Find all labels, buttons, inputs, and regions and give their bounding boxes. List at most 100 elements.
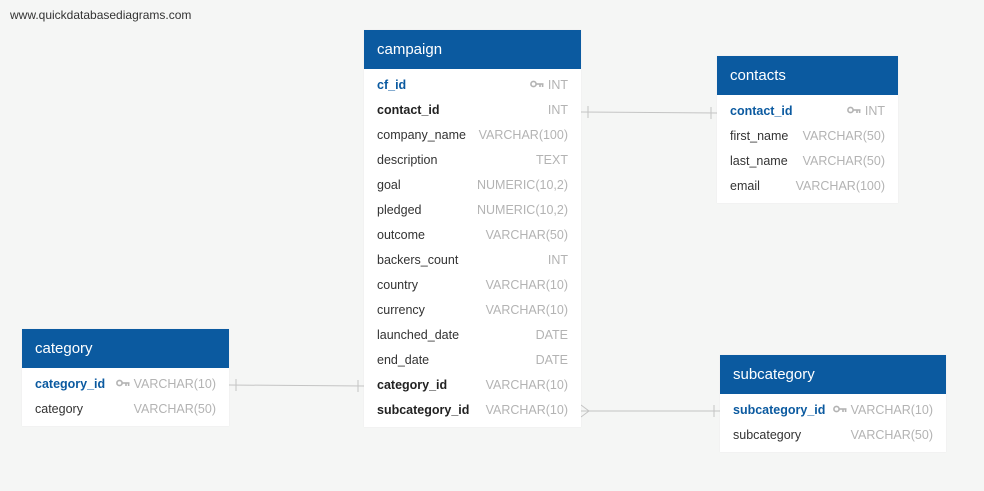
field-row-description[interactable]: description TEXT	[364, 148, 581, 173]
field-type: VARCHAR(100)	[796, 174, 885, 199]
field-type-text: VARCHAR(50)	[850, 428, 933, 442]
table-header-subcategory[interactable]: subcategory	[720, 355, 946, 394]
field-name: goal	[377, 178, 401, 192]
table-header-contacts[interactable]: contacts	[717, 56, 898, 95]
field-name: backers_count	[377, 253, 459, 267]
field-row-subcategory[interactable]: subcategory VARCHAR(50)	[720, 423, 946, 448]
field-name: launched_date	[377, 328, 460, 342]
field-type-text: VARCHAR(10)	[485, 403, 568, 417]
field-type: VARCHAR(10)	[832, 398, 933, 423]
field-type-text: DATE	[535, 328, 568, 342]
field-type: VARCHAR(10)	[486, 298, 568, 323]
primary-key-icon	[529, 72, 544, 97]
field-name: cf_id	[377, 78, 407, 92]
field-name: category_id	[35, 377, 106, 391]
field-row-category[interactable]: category VARCHAR(50)	[22, 397, 229, 422]
field-type-text: VARCHAR(100)	[795, 179, 885, 193]
field-type-text: DATE	[535, 353, 568, 367]
field-type-text: INT	[864, 104, 885, 118]
field-name: category	[35, 402, 83, 416]
field-type: NUMERIC(10,2)	[477, 198, 568, 223]
field-type-text: VARCHAR(10)	[485, 278, 568, 292]
field-name: description	[377, 153, 438, 167]
field-type-text: VARCHAR(50)	[802, 129, 885, 143]
field-type-text: INT	[547, 253, 568, 267]
field-type-text: VARCHAR(50)	[133, 402, 216, 416]
field-type: VARCHAR(50)	[851, 423, 933, 448]
field-type-text: INT	[547, 78, 568, 92]
field-type: NUMERIC(10,2)	[477, 173, 568, 198]
field-name: contact_id	[377, 103, 440, 117]
primary-key-icon	[115, 371, 130, 396]
field-row-cf-id[interactable]: cf_id INT	[364, 73, 581, 98]
field-row-country[interactable]: country VARCHAR(10)	[364, 273, 581, 298]
relationship-subcategory	[580, 404, 720, 418]
field-type-text: VARCHAR(50)	[485, 228, 568, 242]
field-type: VARCHAR(50)	[803, 124, 885, 149]
field-type-text: VARCHAR(10)	[485, 303, 568, 317]
field-name: subcategory_id	[377, 403, 470, 417]
field-name: company_name	[377, 128, 466, 142]
field-type: VARCHAR(10)	[486, 398, 568, 423]
table-header-campaign[interactable]: campaign	[364, 30, 581, 69]
field-type: VARCHAR(50)	[803, 149, 885, 174]
field-row-outcome[interactable]: outcome VARCHAR(50)	[364, 223, 581, 248]
field-type: VARCHAR(10)	[486, 373, 568, 398]
field-row-goal[interactable]: goal NUMERIC(10,2)	[364, 173, 581, 198]
field-name: email	[730, 179, 760, 193]
field-type-text: TEXT	[536, 153, 568, 167]
field-type: TEXT	[536, 148, 568, 173]
field-name: category_id	[377, 378, 448, 392]
field-list-category: category_id VARCHAR(10) category VARCHAR(50…	[22, 368, 229, 426]
field-name: last_name	[730, 154, 788, 168]
field-type-text: INT	[547, 103, 568, 117]
field-type-text: NUMERIC(10,2)	[477, 178, 568, 192]
table-header-category[interactable]: category	[22, 329, 229, 368]
field-type: INT	[548, 248, 568, 273]
field-row-contact-id[interactable]: contact_id INT	[364, 98, 581, 123]
field-type: VARCHAR(100)	[479, 123, 568, 148]
field-name: pledged	[377, 203, 422, 217]
field-row-pledged[interactable]: pledged NUMERIC(10,2)	[364, 198, 581, 223]
field-type-text: VARCHAR(10)	[133, 377, 216, 391]
field-name: subcategory	[733, 428, 802, 442]
field-row-company-name[interactable]: company_name VARCHAR(100)	[364, 123, 581, 148]
field-name: country	[377, 278, 418, 292]
field-row-launched-date[interactable]: launched_date DATE	[364, 323, 581, 348]
field-row-backers-count[interactable]: backers_count INT	[364, 248, 581, 273]
field-row-contact-id[interactable]: contact_id INT	[717, 99, 898, 124]
field-type: VARCHAR(50)	[486, 223, 568, 248]
field-name: first_name	[730, 129, 789, 143]
field-type: VARCHAR(10)	[486, 273, 568, 298]
relationship-category	[228, 379, 365, 392]
field-name: currency	[377, 303, 425, 317]
field-row-last-name[interactable]: last_name VARCHAR(50)	[717, 149, 898, 174]
field-type: INT	[548, 98, 568, 123]
field-type: DATE	[536, 348, 568, 373]
field-row-currency[interactable]: currency VARCHAR(10)	[364, 298, 581, 323]
watermark-text: www.quickdatabasediagrams.com	[10, 8, 192, 22]
field-row-subcategory-id[interactable]: subcategory_id VARCHAR(10)	[364, 398, 581, 423]
field-type-text: VARCHAR(100)	[478, 128, 568, 142]
field-type-text: NUMERIC(10,2)	[477, 203, 568, 217]
primary-key-icon	[846, 98, 861, 123]
field-type-text: VARCHAR(50)	[802, 154, 885, 168]
field-type: INT	[529, 72, 568, 98]
field-row-category-id[interactable]: category_id VARCHAR(10)	[22, 372, 229, 397]
field-row-category-id[interactable]: category_id VARCHAR(10)	[364, 373, 581, 398]
field-name: contact_id	[730, 104, 793, 118]
field-row-first-name[interactable]: first_name VARCHAR(50)	[717, 124, 898, 149]
field-name: outcome	[377, 228, 425, 242]
field-row-email[interactable]: email VARCHAR(100)	[717, 174, 898, 199]
field-type: DATE	[536, 323, 568, 348]
field-type: INT	[846, 98, 885, 124]
